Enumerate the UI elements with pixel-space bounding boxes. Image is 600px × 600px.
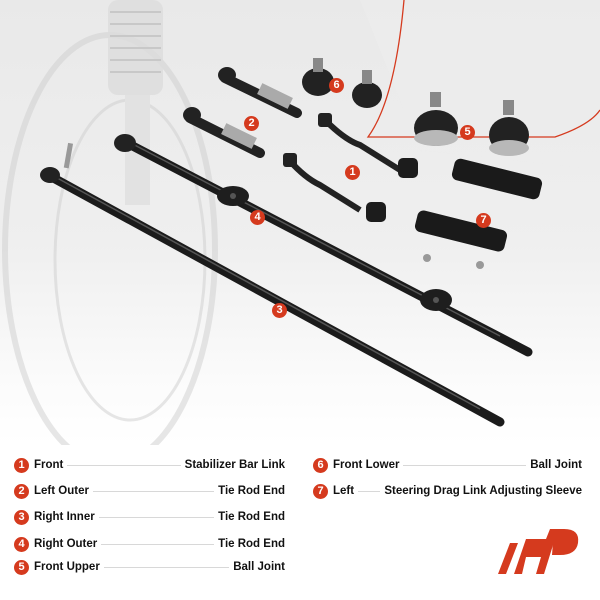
leader-line (98, 516, 215, 518)
callout-badge-4: 4 (250, 210, 265, 225)
callout-badge-1: 1 (345, 165, 360, 180)
legend-number: 4 (14, 536, 29, 552)
callout-badge-2: 2 (244, 116, 259, 131)
legend-row-7: 7 Left Steering Drag Link Adjusting Slee… (313, 482, 582, 500)
legend-position: Right Inner (34, 511, 95, 523)
legend-number: 1 (14, 457, 29, 473)
tie-rod-right-inner (40, 142, 505, 427)
legend-number: 7 (313, 483, 328, 499)
legend-row-2: 2 Left Outer Tie Rod End (14, 482, 285, 500)
leader-line (403, 464, 527, 466)
legend-part: Steering Drag Link Adjusting Sleeve (384, 485, 582, 497)
legend-row-4: 4 Right Outer Tie Rod End (14, 535, 285, 553)
callout-badge-6: 6 (329, 78, 344, 93)
legend-position: Front Lower (333, 459, 400, 471)
callout-arc (366, 0, 600, 138)
callout-badge-5: 5 (460, 125, 475, 140)
leader-line (103, 566, 230, 568)
ball-joint-front-lower (302, 58, 382, 108)
leader-line (92, 490, 215, 492)
legend-row-6: 6 Front Lower Ball Joint (313, 456, 582, 474)
product-image: 1 2 3 4 5 6 7 (0, 0, 600, 445)
tie-rod-right-outer (114, 134, 533, 357)
legend-row-5: 5 Front Upper Ball Joint (14, 558, 285, 576)
legend-position: Front (34, 459, 64, 471)
legend-part: Tie Rod End (218, 538, 285, 550)
ap-logo-icon (496, 527, 581, 582)
leader-line (67, 464, 181, 466)
legend-position: Left (333, 485, 355, 497)
drag-link-adjusting-sleeve (414, 158, 543, 269)
leader-line (358, 490, 381, 492)
legend-part: Tie Rod End (218, 511, 285, 523)
legend-position: Right Outer (34, 538, 98, 550)
legend-row-3: 3 Right Inner Tie Rod End (14, 508, 285, 526)
legend-part: Ball Joint (233, 561, 285, 573)
legend-number: 2 (14, 483, 29, 499)
legend-part: Stabilizer Bar Link (184, 459, 285, 471)
legend-number: 6 (313, 457, 328, 473)
legend-number: 5 (14, 559, 29, 575)
legend-position: Front Upper (34, 561, 100, 573)
legend-row-1: 1 Front Stabilizer Bar Link (14, 456, 285, 474)
legend-number: 3 (14, 509, 29, 525)
leader-line (101, 543, 215, 545)
callout-badge-7: 7 (476, 213, 491, 228)
legend-part: Ball Joint (530, 459, 582, 471)
parts-illustration (2, 0, 600, 445)
ball-joint-front-upper (414, 92, 529, 156)
tie-rod-end-left-outer (183, 67, 302, 158)
stabilizer-bar-link (283, 113, 418, 222)
legend-part: Tie Rod End (218, 485, 285, 497)
callout-badge-3: 3 (272, 303, 287, 318)
legend-position: Left Outer (34, 485, 89, 497)
